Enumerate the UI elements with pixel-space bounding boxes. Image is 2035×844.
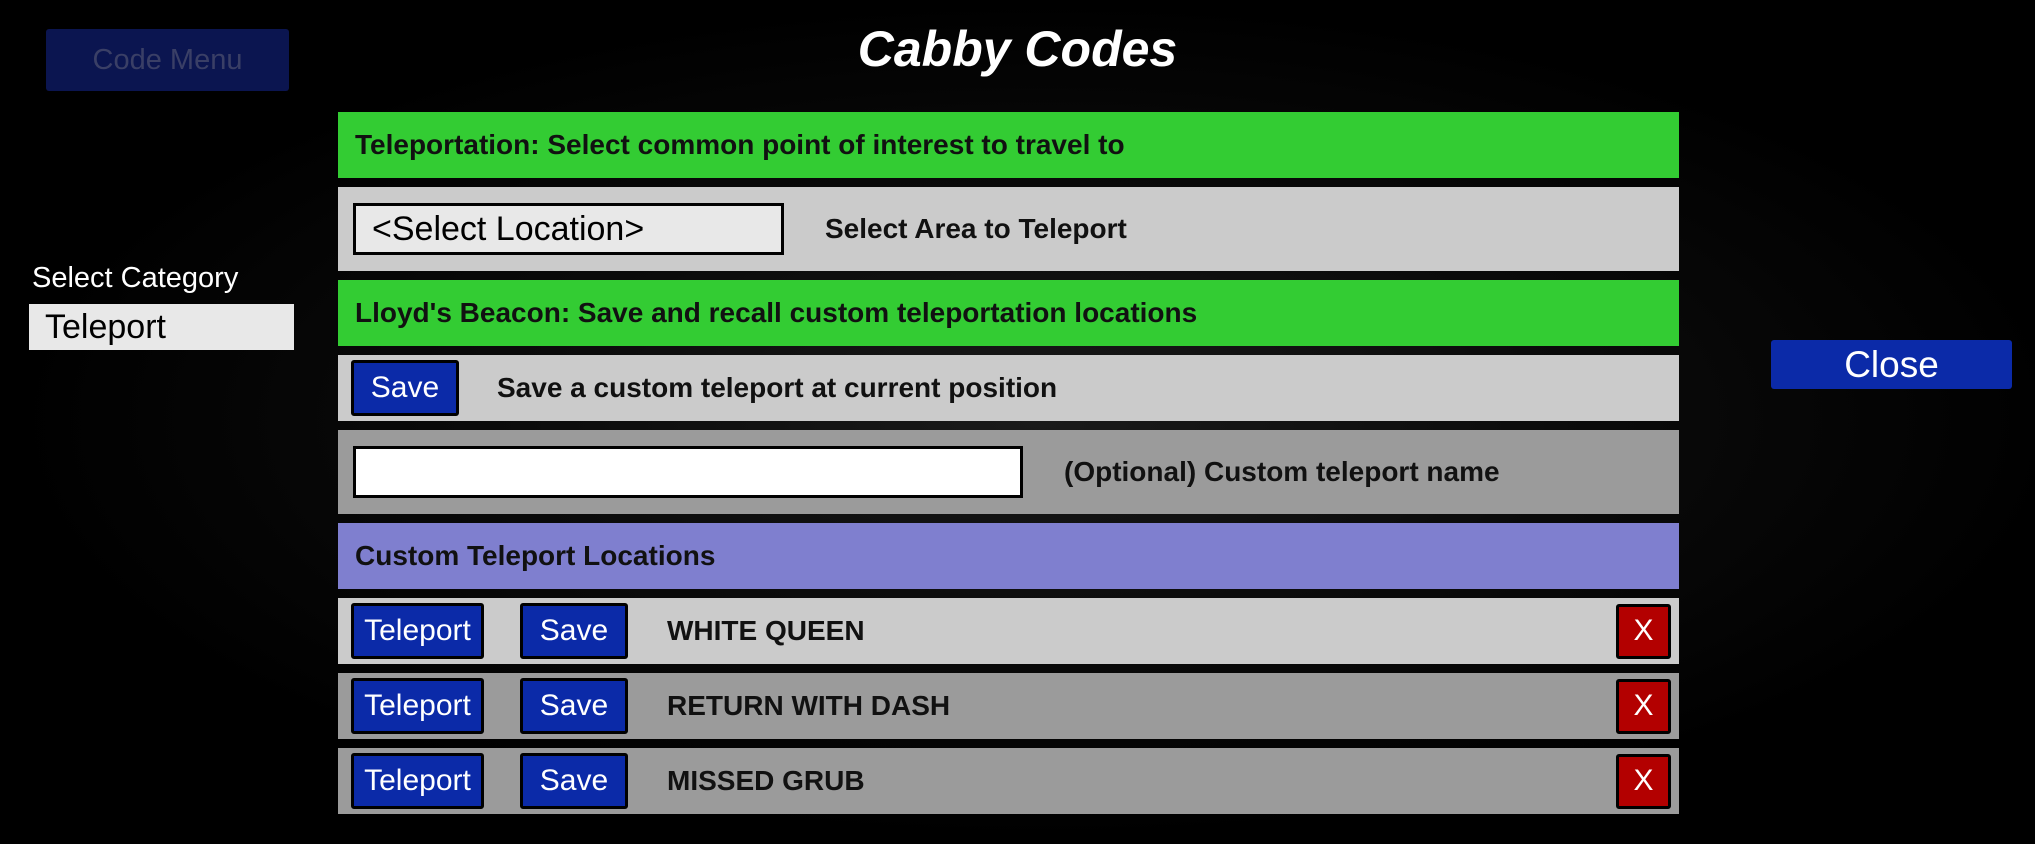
- beacon-header-text: Lloyd's Beacon: Save and recall custom t…: [355, 297, 1198, 328]
- teleport-button[interactable]: Teleport: [351, 678, 484, 734]
- beacon-save-hint: Save a custom teleport at current positi…: [497, 372, 1058, 403]
- location-hint: Select Area to Teleport: [825, 213, 1127, 244]
- beacon-save-button[interactable]: Save: [351, 360, 459, 416]
- page-title: Cabby Codes: [857, 21, 1178, 77]
- delete-location-button[interactable]: X: [1616, 753, 1671, 809]
- beacon-header: Lloyd's Beacon: Save and recall custom t…: [338, 280, 1679, 346]
- location-name: MISSED GRUB: [667, 765, 865, 796]
- save-location-button[interactable]: Save: [520, 603, 628, 659]
- custom-location-row: Teleport Save RETURN WITH DASH X: [338, 673, 1679, 739]
- custom-locations-header-text: Custom Teleport Locations: [355, 540, 716, 571]
- code-menu-button[interactable]: Code Menu: [46, 29, 289, 91]
- codes-panel: Teleportation: Select common point of in…: [338, 112, 1679, 814]
- save-location-button[interactable]: Save: [520, 753, 628, 809]
- location-select[interactable]: <Select Location>: [353, 203, 784, 255]
- category-select[interactable]: Teleport: [29, 304, 294, 350]
- close-button[interactable]: Close: [1771, 340, 2012, 389]
- custom-name-hint: (Optional) Custom teleport name: [1064, 456, 1500, 487]
- custom-location-row: Teleport Save MISSED GRUB X: [338, 748, 1679, 814]
- delete-location-button[interactable]: X: [1616, 678, 1671, 734]
- teleport-button[interactable]: Teleport: [351, 753, 484, 809]
- location-name: RETURN WITH DASH: [667, 690, 951, 721]
- delete-location-button[interactable]: X: [1616, 603, 1671, 659]
- teleportation-header-text: Teleportation: Select common point of in…: [355, 129, 1125, 160]
- location-row: <Select Location> Select Area to Telepor…: [338, 187, 1679, 271]
- save-location-button[interactable]: Save: [520, 678, 628, 734]
- category-label: Select Category: [32, 262, 239, 294]
- custom-locations-header: Custom Teleport Locations: [338, 523, 1679, 589]
- custom-name-input[interactable]: [353, 446, 1023, 498]
- custom-name-row: (Optional) Custom teleport name: [338, 430, 1679, 514]
- teleport-button[interactable]: Teleport: [351, 603, 484, 659]
- beacon-save-row: Save Save a custom teleport at current p…: [338, 355, 1679, 421]
- custom-location-row: Teleport Save WHITE QUEEN X: [338, 598, 1679, 664]
- location-name: WHITE QUEEN: [667, 615, 865, 646]
- teleportation-header: Teleportation: Select common point of in…: [338, 112, 1679, 178]
